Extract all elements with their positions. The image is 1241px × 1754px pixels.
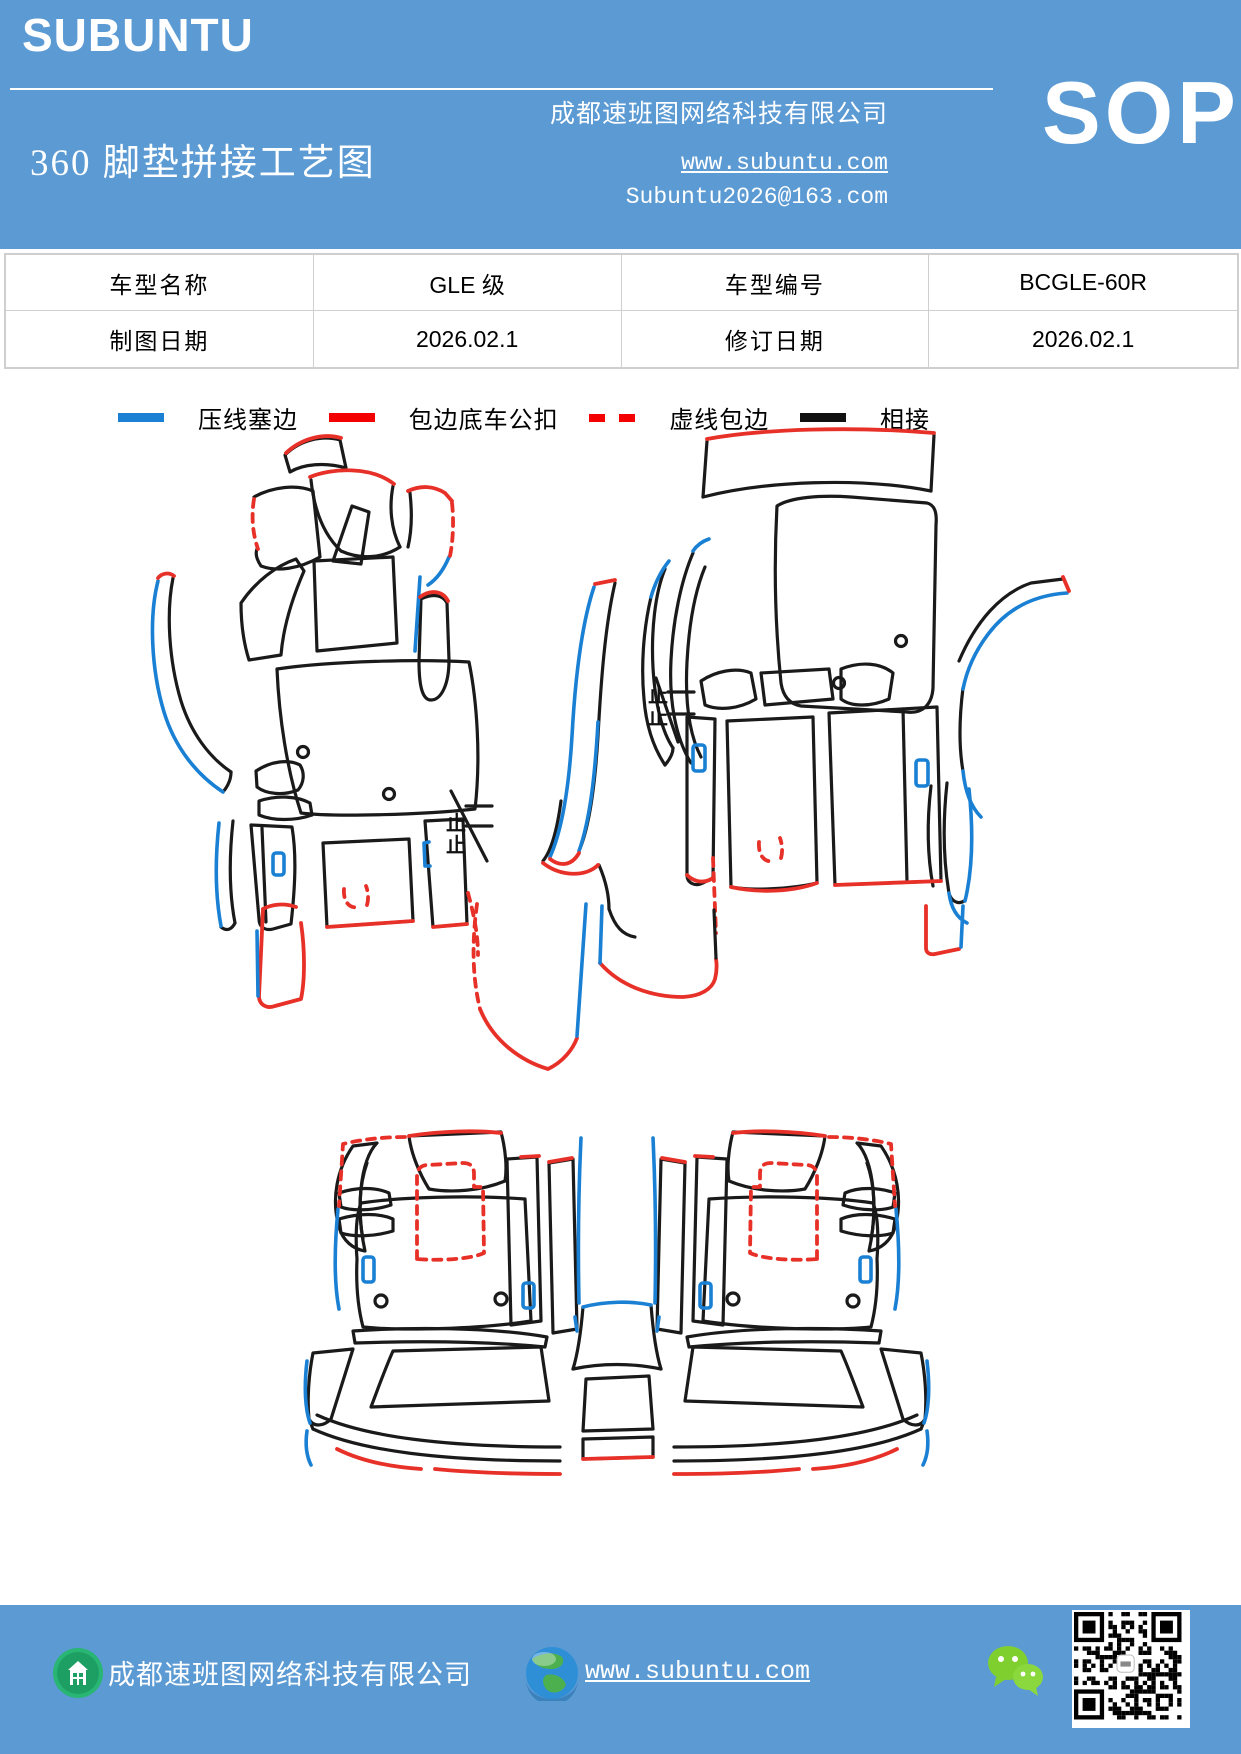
red-dashed-swatch (589, 413, 636, 422)
vehicle-info-table: 车型名称 GLE 级 车型编号 BCGLE-60R 制图日期 2026.02.1… (4, 253, 1239, 369)
legend-item: 压线塞边 (118, 400, 298, 435)
model-name-value: GLE 级 (313, 255, 622, 311)
wechat-icon (988, 1646, 1043, 1696)
front-left-mat-diagram: 止 止 (150, 434, 494, 957)
revise-date-label: 修订日期 (622, 311, 930, 367)
stop-mark: 止 (648, 706, 668, 729)
header-divider (10, 88, 993, 90)
black-line-swatch (799, 413, 846, 422)
model-code-label: 车型编号 (621, 255, 930, 311)
company-name: 成都速班图网络科技有限公司 (549, 101, 888, 128)
draw-date-value: 2026.02.1 (314, 311, 622, 367)
stop-mark: 止 (648, 684, 668, 707)
website-link[interactable]: www.subuntu.com (680, 150, 888, 176)
rear-mat-diagram (255, 902, 965, 1476)
sop-badge: SOP (1042, 63, 1240, 162)
brand-logo: SUBUNTU (22, 9, 254, 61)
footer-website-link[interactable]: www.subuntu.com (585, 1657, 811, 1686)
revise-date-value: 2026.02.1 (1031, 325, 1135, 352)
email-address: Subuntu2026@163.com (625, 184, 888, 210)
page-footer: 成都速班图网络科技有限公司 www.subuntu.com (0, 1605, 1241, 1754)
globe-icon (526, 1647, 578, 1701)
building-icon (53, 1648, 103, 1698)
red-line-swatch (328, 413, 375, 422)
legend-item: 包边底车公扣 (328, 400, 559, 435)
stop-mark: 止 (446, 812, 466, 835)
draw-date-label: 制图日期 (6, 311, 314, 367)
blue-line-swatch (118, 413, 164, 422)
legend-item: 虚线包边 (589, 400, 769, 435)
model-code-value: BCGLE-60R (929, 255, 1237, 311)
front-right-mat-diagram: 止 止 (541, 427, 1071, 939)
footer-company-name: 成都速班图网络科技有限公司 (108, 1660, 472, 1690)
page-title: 360 脚垫拼接工艺图 (30, 143, 376, 184)
page-header: SUBUNTU 360 脚垫拼接工艺图 成都速班图网络科技有限公司 www.su… (0, 0, 1241, 249)
qr-code (1072, 1610, 1190, 1728)
line-legend: 压线塞边 包边底车公扣 虚线包边 相接 (118, 400, 930, 435)
model-name-label: 车型名称 (6, 255, 314, 311)
stop-mark: 止 (446, 834, 466, 857)
